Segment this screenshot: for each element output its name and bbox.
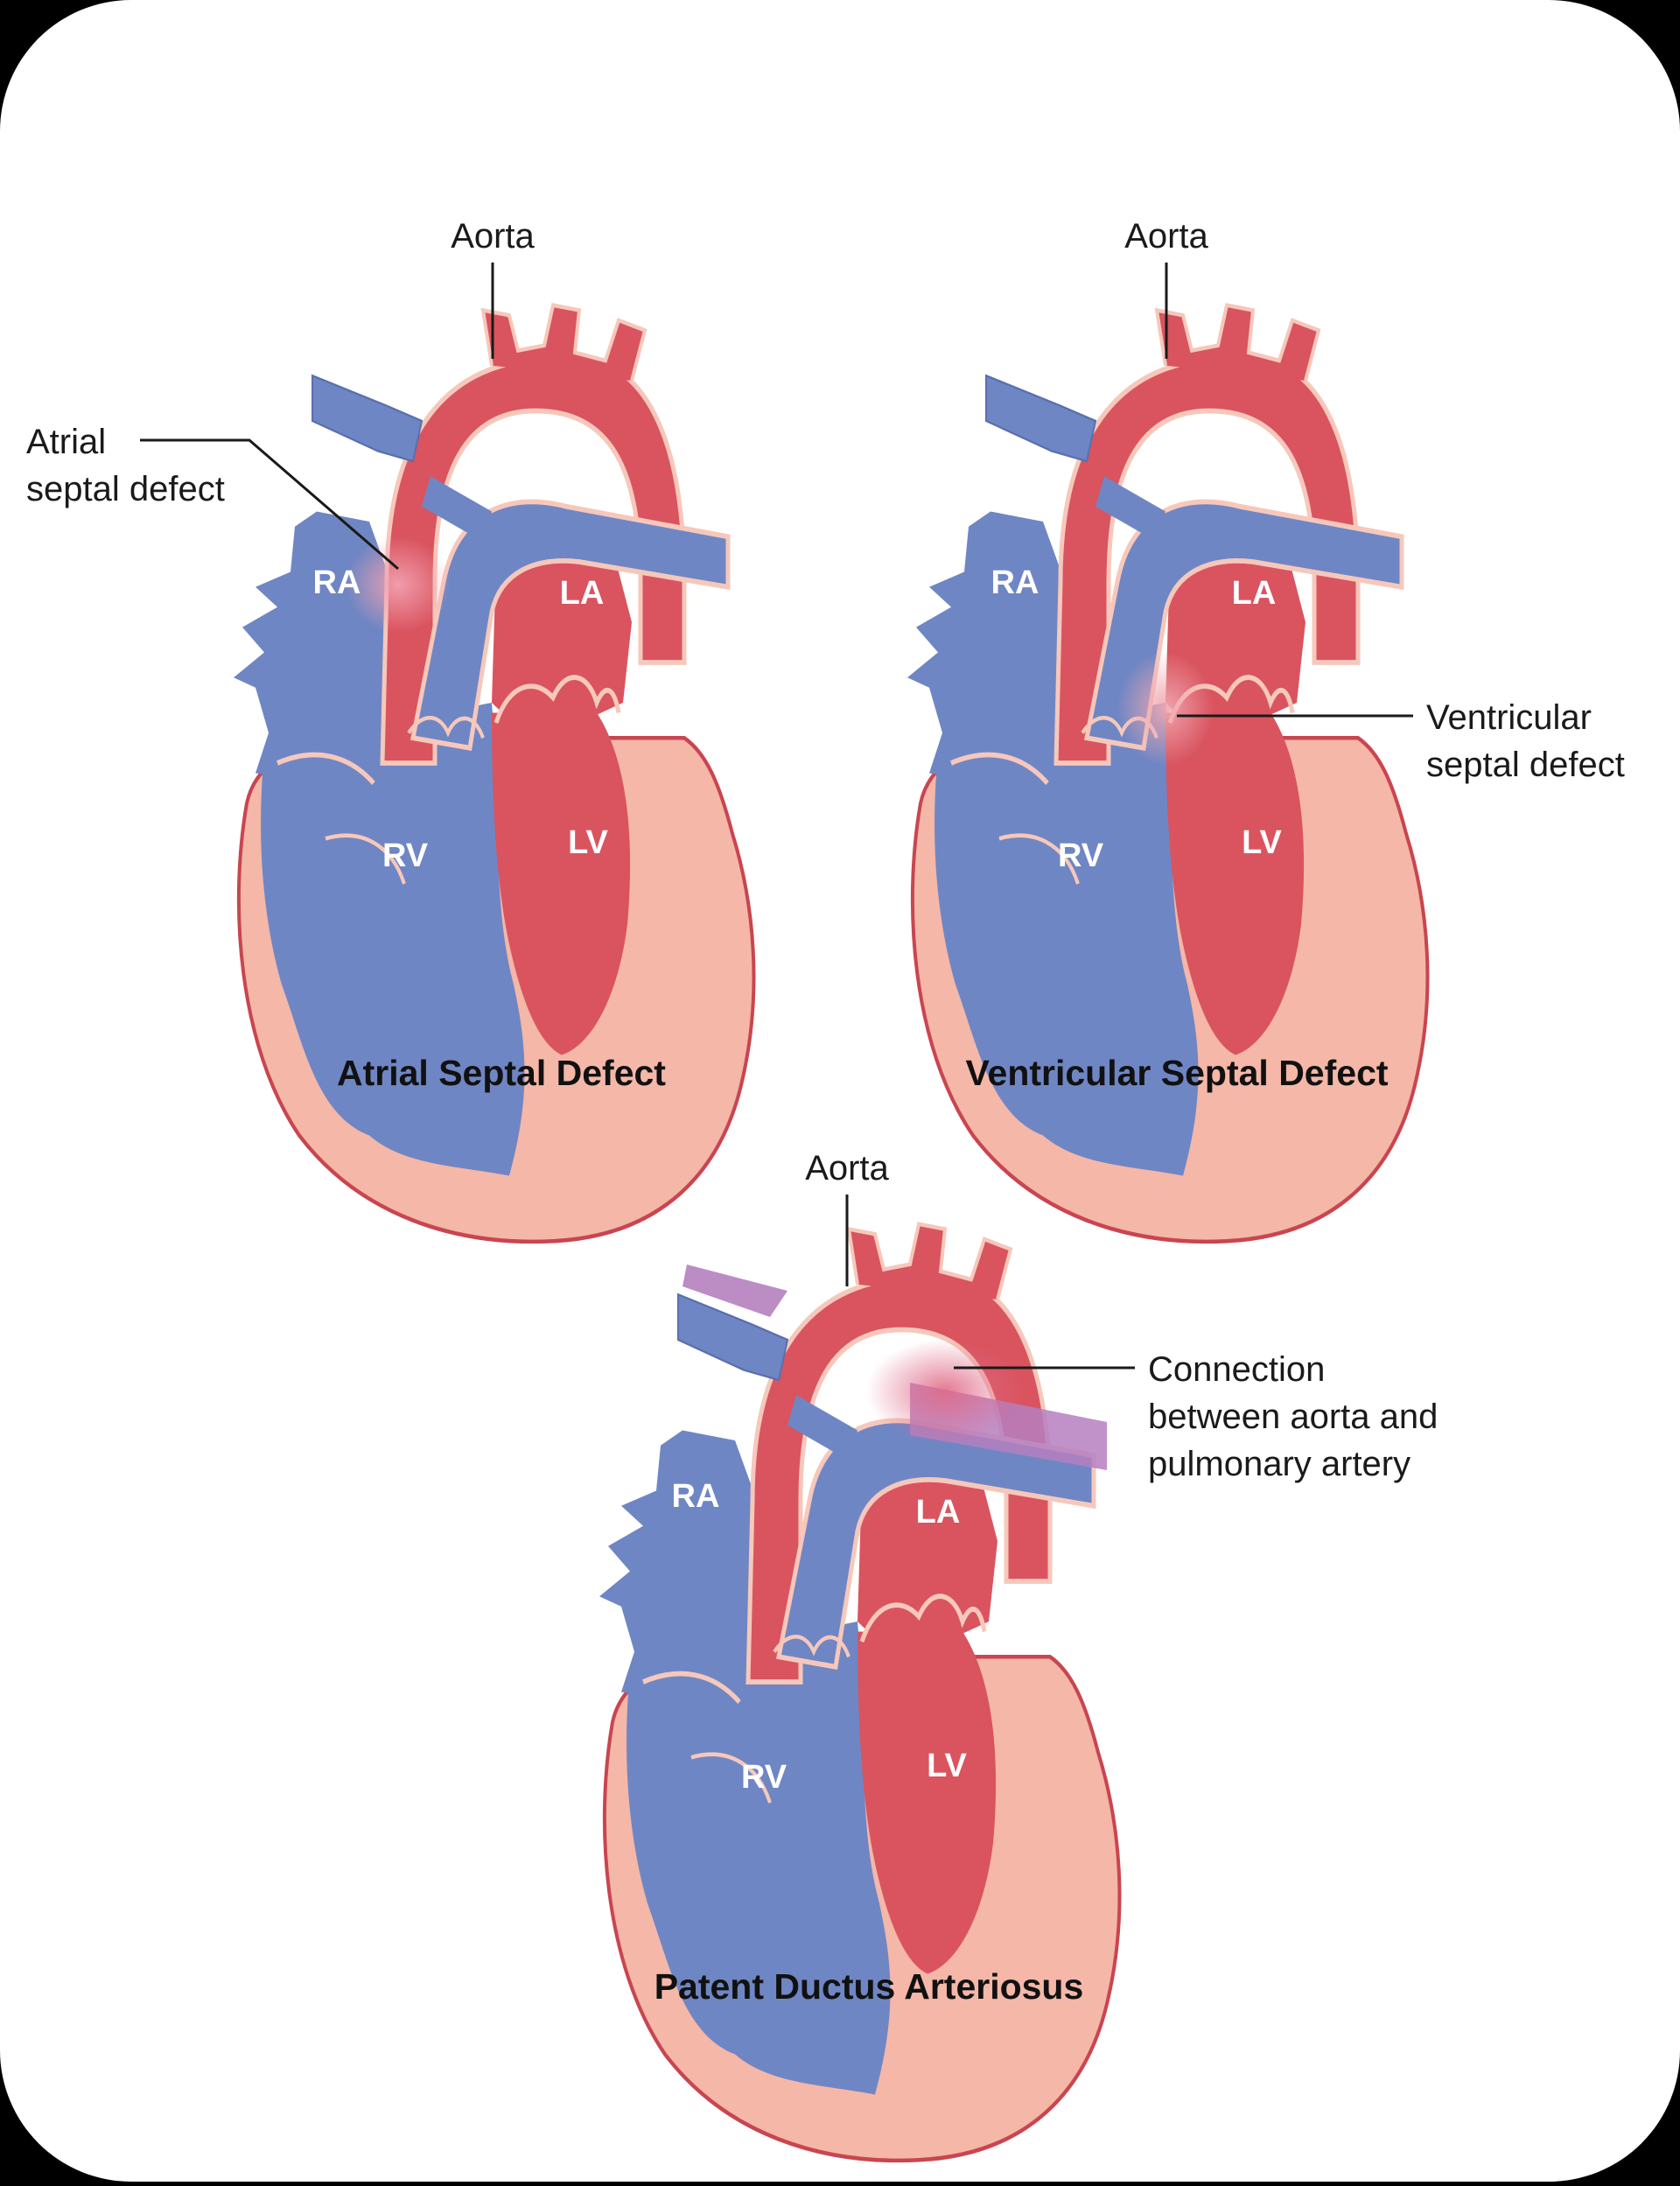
ventricular-septal-defect-label-line2: septal defect (1426, 746, 1625, 784)
atrial-septal-defect-label-line2: septal defect (26, 470, 225, 508)
panel-atrial-septal-defect: RA LA RV LV Aorta Atrial septal defect A… (26, 217, 753, 1242)
aorta-label: Aorta (1124, 217, 1208, 256)
chamber-label-rv: RV (382, 837, 429, 874)
pda-connection-label-line1: Connection (1148, 1350, 1325, 1389)
chamber-label-ra: RA (313, 564, 361, 601)
panel-caption-pda: Patent Ductus Arteriosus (654, 1966, 1084, 2007)
chamber-label-la: LA (916, 1494, 961, 1531)
chamber-label-ra: RA (991, 564, 1040, 601)
ventricular-septal-defect-highlight (1117, 652, 1214, 766)
chamber-label-lv: LV (927, 1748, 967, 1784)
pda-connection-label-line3: pulmonary artery (1148, 1445, 1410, 1483)
ductus-arteriosus-highlight (866, 1339, 1024, 1444)
chamber-label-lv: LV (568, 824, 608, 861)
chamber-label-rv: RV (741, 1759, 788, 1796)
chamber-label-la: LA (1232, 575, 1277, 612)
panel-caption-asd: Atrial Septal Defect (337, 1053, 666, 1093)
aorta-label: Aorta (451, 217, 535, 256)
panel-ventricular-septal-defect: RA LA RV LV Aorta Ventricular septal def… (907, 217, 1625, 1242)
chamber-label-rv: RV (1058, 837, 1104, 874)
panel-caption-vsd: Ventricular Septal Defect (965, 1053, 1388, 1093)
pda-connection-label-line2: between aorta and (1148, 1398, 1438, 1436)
aorta-label: Aorta (805, 1149, 889, 1188)
ventricular-septal-defect-label-line1: Ventricular (1426, 698, 1592, 737)
chamber-label-la: LA (560, 575, 605, 612)
chamber-label-lv: LV (1242, 824, 1282, 861)
atrial-septal-defect-highlight (346, 536, 451, 633)
panel-patent-ductus-arteriosus: RA LA RV LV Aorta Connection between aor… (599, 1149, 1438, 2161)
pulmonary-artery-mixed-flow (682, 1265, 788, 1317)
atrial-septal-defect-label-line1: Atrial (26, 423, 106, 461)
chamber-label-ra: RA (672, 1478, 720, 1515)
atrial-septal-defect-leader-line (140, 438, 399, 571)
